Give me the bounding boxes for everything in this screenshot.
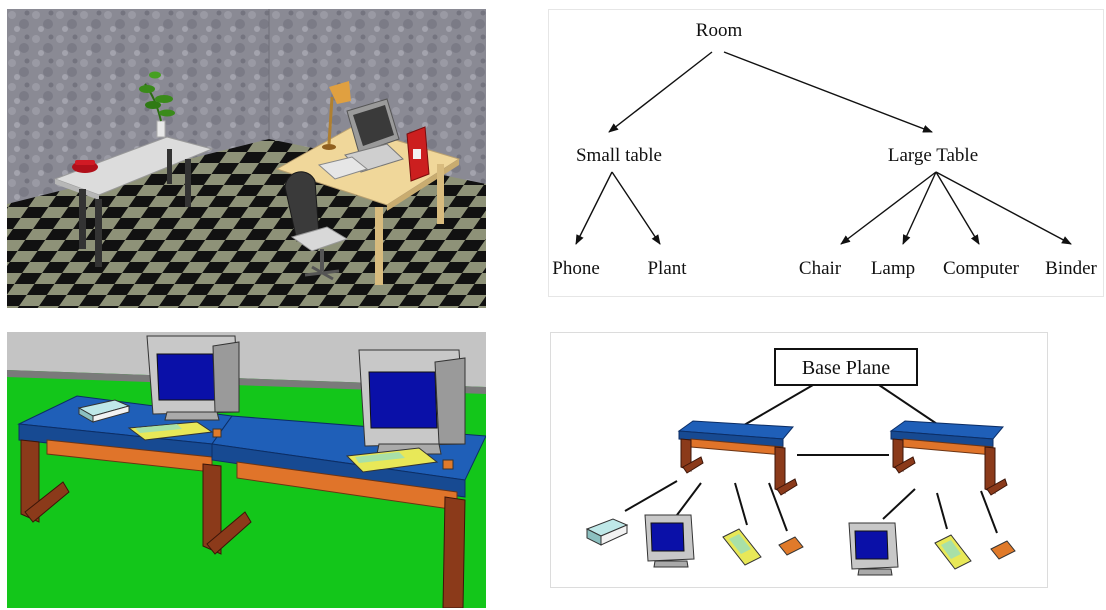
node-lamp: Lamp xyxy=(871,258,915,279)
book-icon xyxy=(77,399,131,423)
keyboard-icon-right xyxy=(934,534,972,570)
monitor-icon-left xyxy=(644,514,695,568)
node-large-table: Large Table xyxy=(888,145,978,166)
monitor-icon-right xyxy=(848,522,899,576)
monitor-icon-right xyxy=(358,349,466,455)
room-scene-render xyxy=(7,9,486,308)
computer-icon xyxy=(317,98,404,180)
mouse-icon-right xyxy=(990,540,1016,560)
book-icon xyxy=(585,518,629,546)
room-hierarchy-tree: Room Small table Large Table Phone Plant… xyxy=(548,9,1104,297)
monitor-icon-left xyxy=(146,335,240,421)
node-small-table: Small table xyxy=(576,145,662,166)
keyboard-icon-left xyxy=(722,528,762,566)
desk-icon-right xyxy=(889,420,1008,496)
node-room: Room xyxy=(696,20,743,41)
node-binder: Binder xyxy=(1045,258,1097,279)
chair-icon xyxy=(284,171,349,281)
node-chair: Chair xyxy=(799,258,842,279)
node-base-plane: Base Plane xyxy=(802,357,890,379)
mouse-icon-left xyxy=(778,536,804,556)
node-plant: Plant xyxy=(647,258,687,279)
keyboard-icon-left xyxy=(127,421,222,441)
desk-scene-render xyxy=(7,332,486,608)
node-phone: Phone xyxy=(552,258,600,279)
keyboard-icon-right xyxy=(345,447,454,473)
plant-icon xyxy=(139,71,175,138)
node-computer: Computer xyxy=(943,258,1020,279)
base-plane-box xyxy=(774,348,918,386)
scene-graph-diagram: Base Plane xyxy=(550,332,1048,588)
binder-icon xyxy=(406,126,430,182)
desk-icon-left xyxy=(677,420,798,496)
small-table xyxy=(53,136,214,267)
lamp-icon xyxy=(322,81,351,150)
phone-icon xyxy=(72,160,98,173)
